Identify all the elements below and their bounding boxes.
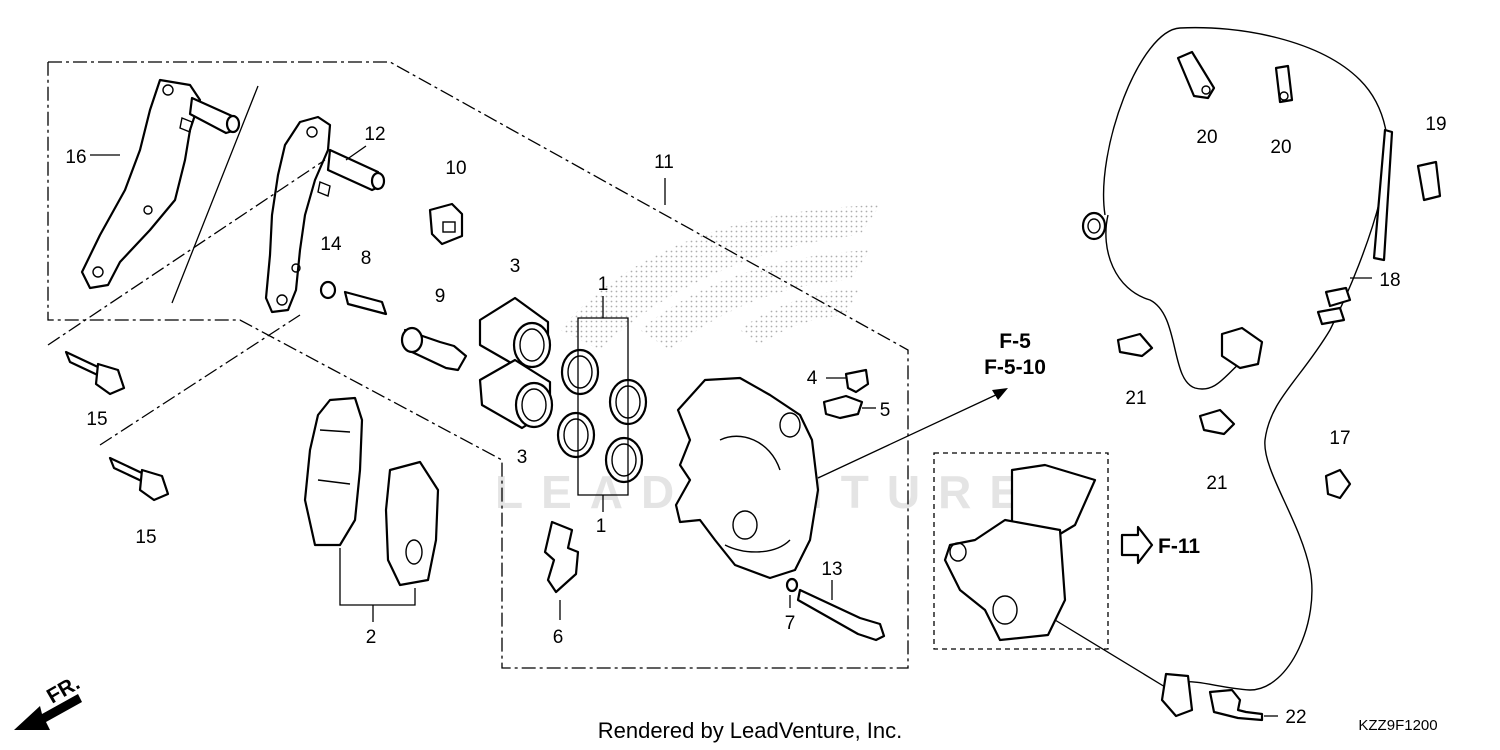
label-20-left: 20 xyxy=(1196,127,1217,148)
part-11-caliper xyxy=(664,178,820,580)
label-12: 12 xyxy=(364,124,385,145)
label-1-top: 1 xyxy=(598,274,609,295)
label-5: 5 xyxy=(880,400,891,421)
part-12-bracket xyxy=(264,115,386,314)
label-10: 10 xyxy=(445,158,466,179)
label-6: 6 xyxy=(553,627,564,648)
front-direction-arrow: FR. xyxy=(14,671,84,730)
label-13: 13 xyxy=(821,559,842,580)
label-19: 19 xyxy=(1425,114,1446,135)
part-16-bracket xyxy=(80,78,259,304)
ref-f5: F-5 xyxy=(999,330,1031,353)
label-15-top: 15 xyxy=(86,409,107,430)
label-2: 2 xyxy=(366,627,377,648)
label-21-upper: 21 xyxy=(1125,388,1146,409)
label-14: 14 xyxy=(320,234,342,255)
label-22: 22 xyxy=(1285,707,1306,728)
callout-labels: 1 1 2 3 3 4 5 6 7 8 9 10 11 12 13 14 15 … xyxy=(65,114,1446,728)
footer: Rendered by LeadVenture, Inc. KZZ9F1200 xyxy=(598,717,1438,743)
reference-arrow-f5 xyxy=(817,388,1008,479)
part-15-bolts xyxy=(47,159,326,502)
group-frames xyxy=(47,61,1109,669)
part-3-pistons xyxy=(478,296,554,430)
part-22-bolt xyxy=(1208,688,1278,722)
reference-arrow-f11 xyxy=(1120,525,1154,565)
label-7: 7 xyxy=(785,613,796,634)
label-11: 11 xyxy=(654,152,674,173)
label-17: 17 xyxy=(1329,428,1350,449)
label-20-right: 20 xyxy=(1270,137,1291,158)
part-18-sensor-wire xyxy=(1081,26,1394,718)
part-2-pads xyxy=(303,396,440,622)
label-4: 4 xyxy=(807,368,818,389)
parts-4-5-7-13 xyxy=(785,368,886,642)
parts-14-8-9-10 xyxy=(319,202,468,372)
footer-credit: Rendered by LeadVenture, Inc. xyxy=(598,718,903,743)
label-3-top: 3 xyxy=(510,256,521,277)
label-18: 18 xyxy=(1379,270,1400,291)
fork-detail xyxy=(943,463,1171,691)
label-3-bottom: 3 xyxy=(517,447,528,468)
clips-17-19-20-21 xyxy=(1116,50,1442,500)
label-8: 8 xyxy=(361,248,372,269)
diagram-code: KZZ9F1200 xyxy=(1358,717,1437,734)
label-21-lower: 21 xyxy=(1206,473,1227,494)
part-1-seals xyxy=(556,296,648,512)
ref-f5-10: F-5-10 xyxy=(984,356,1046,379)
reference-labels: F-5 F-5-10 F-11 xyxy=(984,330,1200,558)
part-6-spring xyxy=(543,520,580,620)
label-16: 16 xyxy=(65,147,86,168)
label-1-bottom: 1 xyxy=(596,516,607,537)
label-15-bottom: 15 xyxy=(135,527,156,548)
label-9: 9 xyxy=(435,286,446,307)
ref-f11: F-11 xyxy=(1158,535,1200,558)
